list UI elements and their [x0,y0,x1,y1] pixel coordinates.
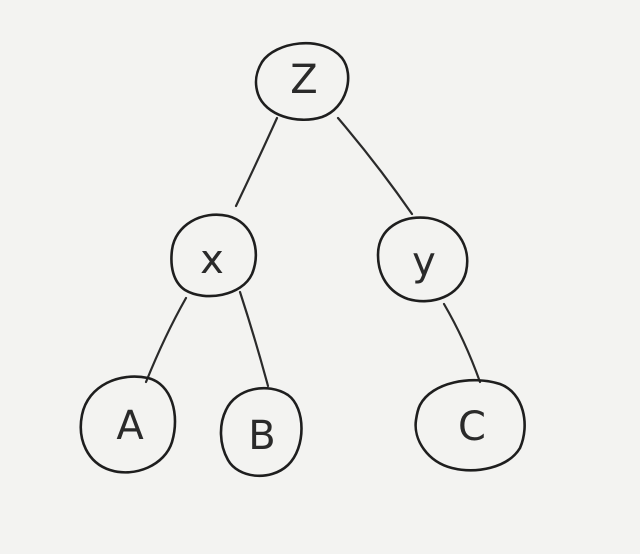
tree-node-y: y [376,216,469,303]
node-label-x: x [200,237,224,283]
node-label-z: Z [290,57,317,103]
tree-node-z: Z [254,41,350,121]
edge-y-c [442,302,482,384]
tree-node-x: x [170,213,258,298]
node-circle-a [79,375,177,474]
edge-z-x [234,116,279,208]
edge-x-a [144,296,188,384]
tree-node-c: C [414,378,526,472]
node-circle-x [170,213,258,298]
node-label-y: y [412,239,436,285]
tree-node-b: B [219,386,303,478]
node-label-b: B [248,413,275,459]
node-circle-c [414,378,526,472]
edge-z-y [336,116,414,216]
node-circle-z [254,41,350,121]
node-circle-y [376,216,469,303]
node-label-c: C [458,404,486,450]
edges [144,116,482,388]
node-circle-b [219,386,303,478]
edge-x-b [238,290,270,388]
node-label-a: A [116,403,144,449]
tree-node-a: A [79,375,177,474]
